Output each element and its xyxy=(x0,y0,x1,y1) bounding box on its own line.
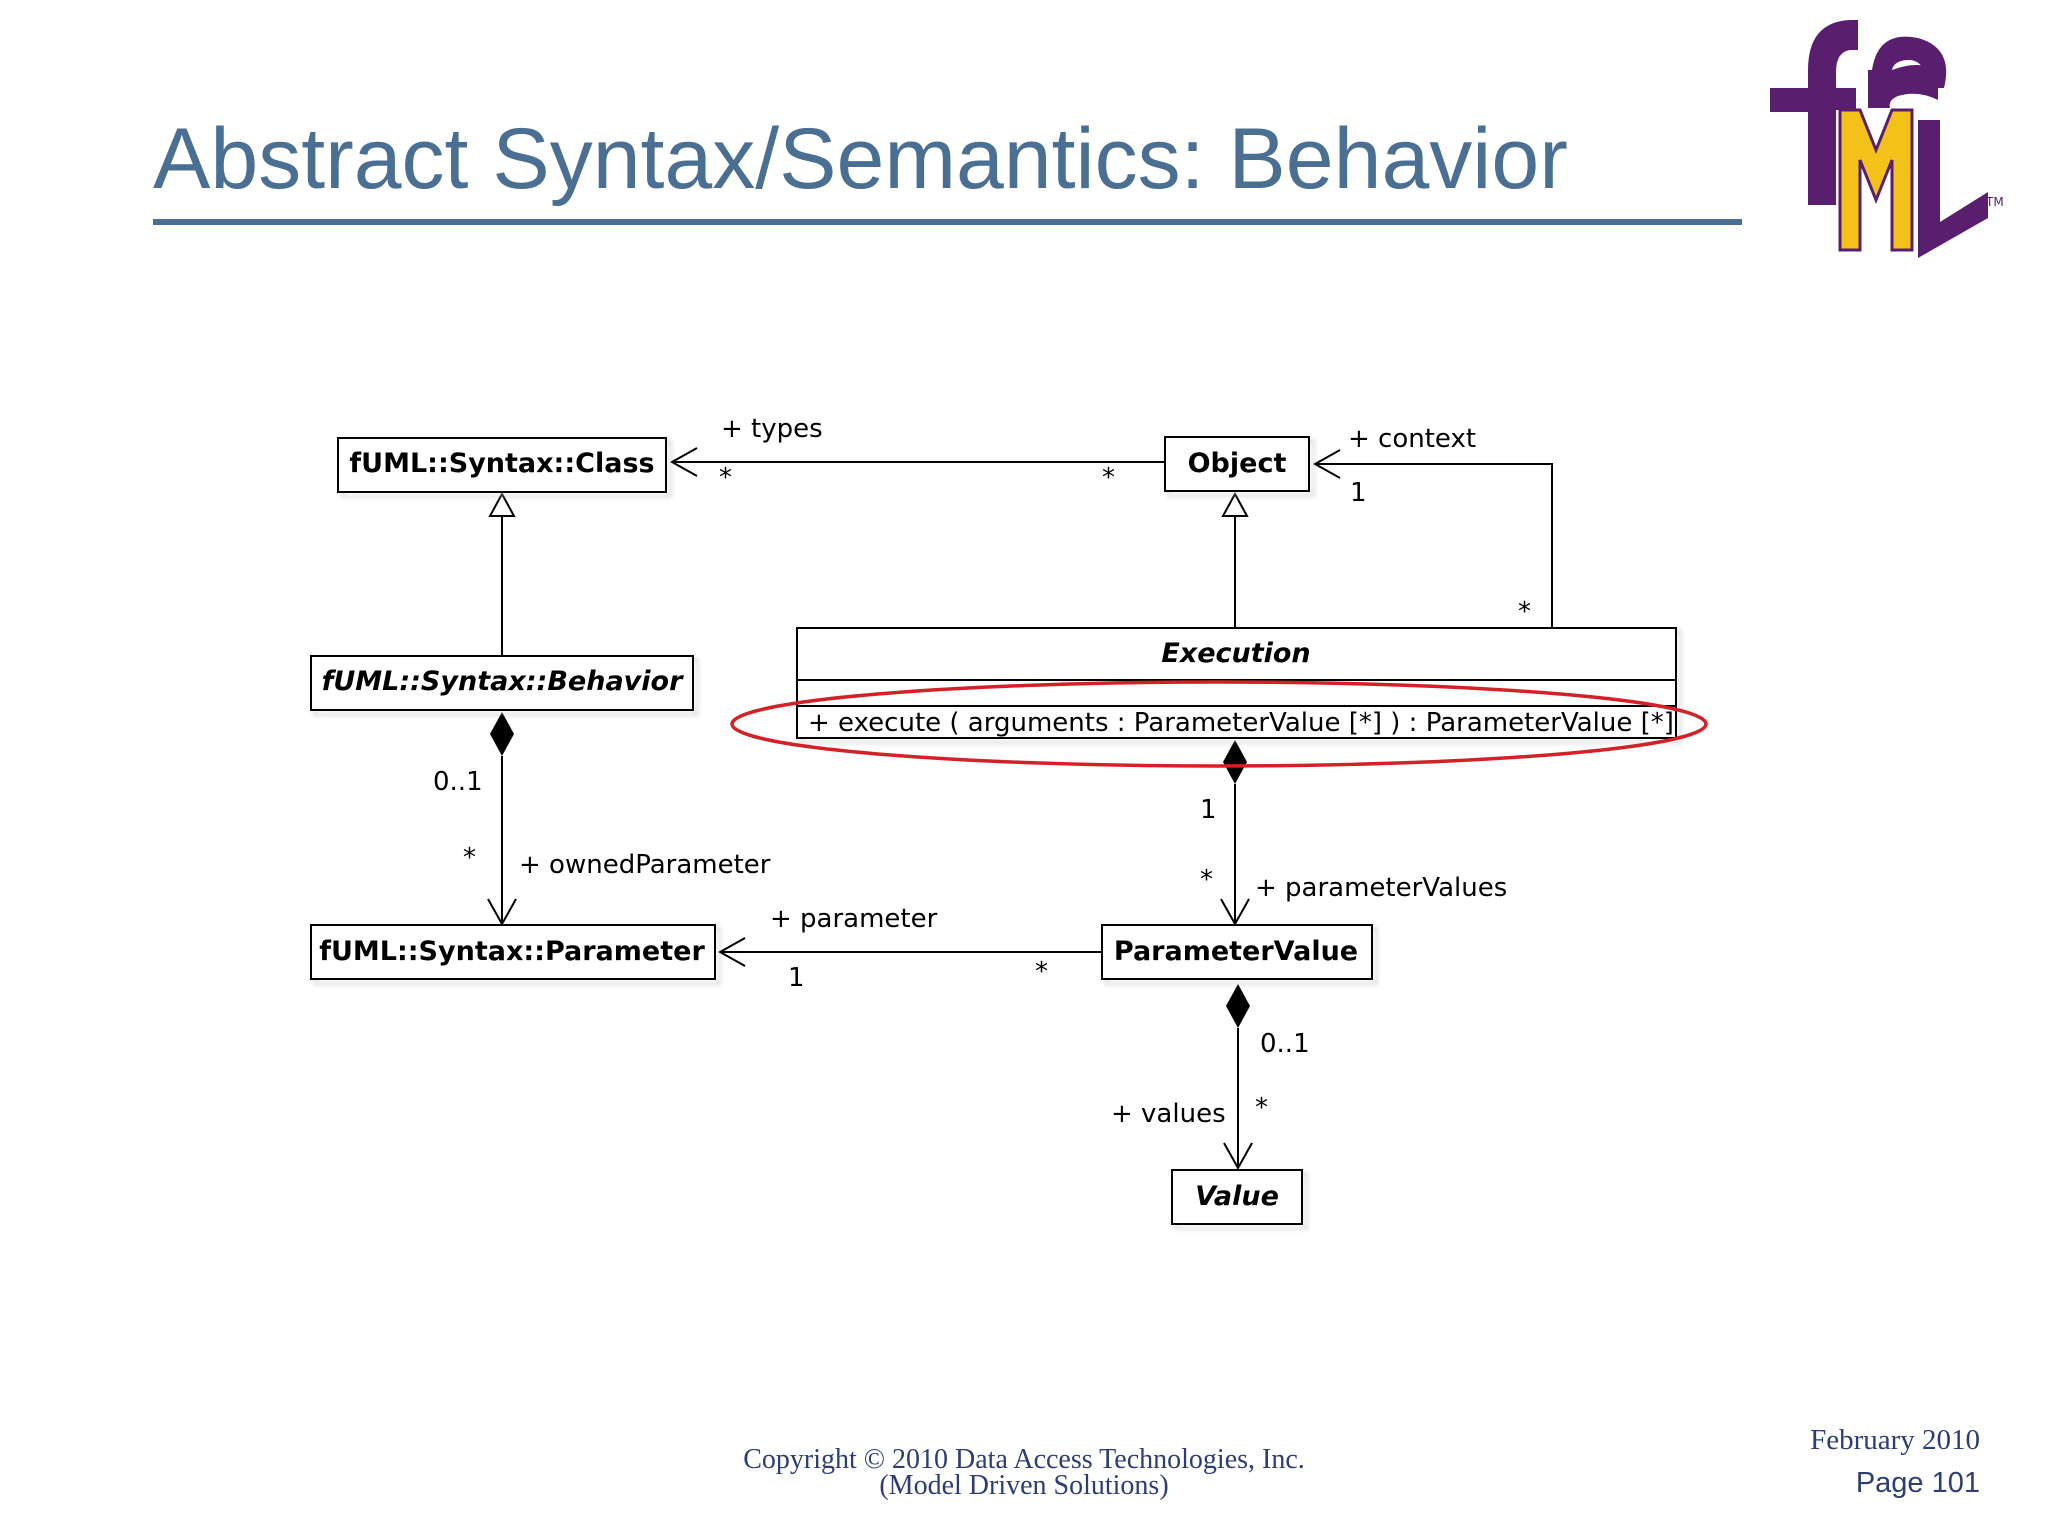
values-mult-value: * xyxy=(1255,1093,1268,1123)
parameter-value-composition-diamond xyxy=(1226,984,1250,1028)
class-name-class: fUML::Syntax::Class xyxy=(349,448,654,479)
parameter-mult-parameter: 1 xyxy=(788,963,805,993)
class-box-object: Object xyxy=(1164,436,1310,492)
owned-parameter-mult-parameter: * xyxy=(463,843,476,873)
types-arrowhead xyxy=(669,447,698,477)
logo-m-shape xyxy=(1838,108,1914,252)
context-association-line xyxy=(1315,463,1553,628)
title-underline xyxy=(153,219,1742,225)
behavior-generalization-triangle xyxy=(488,491,516,517)
class-box-parameter-value: ParameterValue xyxy=(1101,924,1373,980)
class-box-class: fUML::Syntax::Class xyxy=(337,437,667,493)
types-mult-class: * xyxy=(719,463,732,493)
class-name-behavior: fUML::Syntax::Behavior xyxy=(322,666,684,697)
parameter-values-role-label: + parameterValues xyxy=(1255,873,1507,903)
logo-f-bar xyxy=(1770,88,1820,112)
class-name-execution: Execution xyxy=(1161,638,1310,669)
class-box-behavior: fUML::Syntax::Behavior xyxy=(310,655,694,711)
parameter-arrowhead xyxy=(717,937,746,967)
execution-composition-diamond xyxy=(1223,740,1247,784)
values-role-label: + values xyxy=(1111,1099,1226,1129)
execute-operation: + execute ( arguments : ParameterValue [… xyxy=(808,708,1674,738)
owned-parameter-role-label: + ownedParameter xyxy=(519,850,771,880)
class-name-parameter: fUML::Syntax::Parameter xyxy=(319,936,705,967)
values-arrowhead xyxy=(1223,1142,1253,1171)
behavior-composition-diamond xyxy=(490,712,514,756)
execution-generalization-triangle xyxy=(1221,491,1249,517)
class-name-parameter-value: ParameterValue xyxy=(1114,936,1358,967)
context-arrowhead xyxy=(1312,449,1341,479)
fuml-logo: TM xyxy=(1770,20,2004,258)
types-mult-object: * xyxy=(1102,463,1115,493)
context-role-label: + context xyxy=(1348,424,1476,454)
highlight-ellipse xyxy=(730,680,1708,768)
logo-f-shape xyxy=(1808,20,1858,205)
logo-u-shape xyxy=(1868,65,1938,108)
logo-tm: TM xyxy=(1985,195,2004,209)
parameter-role-label: + parameter xyxy=(770,904,938,934)
owned-parameter-mult-behavior: 0..1 xyxy=(433,767,483,797)
footer-copyright: Copyright © 2010 Data Access Technologie… xyxy=(743,1444,1305,1475)
context-mult-execution: * xyxy=(1518,597,1531,627)
footer-page-number: Page 101 xyxy=(1855,1467,1980,1499)
types-role-label: + types xyxy=(721,414,823,444)
logo-l-shape xyxy=(1918,120,1988,258)
class-box-value: Value xyxy=(1171,1169,1303,1225)
parameter-values-mult-execution: 1 xyxy=(1200,795,1217,825)
class-name-object: Object xyxy=(1188,448,1287,479)
values-mult-pv: 0..1 xyxy=(1260,1029,1310,1059)
class-name-value: Value xyxy=(1195,1181,1279,1212)
class-box-parameter: fUML::Syntax::Parameter xyxy=(310,924,716,980)
parameter-values-mult-pv: * xyxy=(1200,865,1213,895)
logo-u-arc xyxy=(1872,36,1947,88)
context-mult-object: 1 xyxy=(1350,478,1367,508)
slide-title: Abstract Syntax/Semantics: Behavior xyxy=(153,111,1568,207)
footer-date: February 2010 xyxy=(1810,1424,1980,1456)
parameter-mult-pv: * xyxy=(1035,957,1048,987)
footer-company: (Model Driven Solutions) xyxy=(879,1470,1169,1501)
